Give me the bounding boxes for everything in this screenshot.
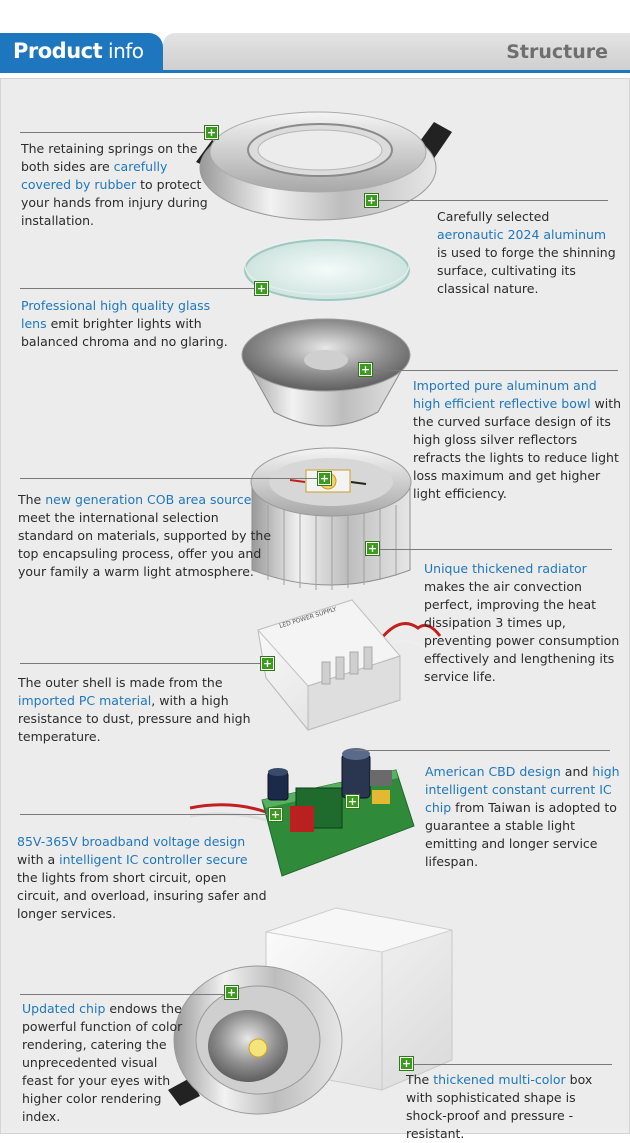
plus-marker-icon[interactable]: + (225, 986, 238, 999)
note-voltage-design: 85V-365V broadband voltage design with a… (17, 834, 267, 921)
connector-line (20, 663, 264, 664)
housing-ring-image (196, 111, 452, 221)
plus-marker-icon[interactable]: + (400, 1057, 413, 1070)
tab-product-info-label: Product info (13, 39, 144, 63)
connector-line (354, 750, 610, 751)
tab-product-info[interactable]: Product info (0, 33, 163, 73)
connector-line (368, 370, 618, 371)
plus-marker-icon[interactable]: + (365, 194, 378, 207)
connector-line (20, 288, 258, 289)
connector-line (20, 478, 322, 479)
note-glass-lens: Professional high quality glass lens emi… (21, 298, 228, 349)
driver-shell-image: LED POWER SUPPLY (257, 599, 442, 731)
note-ic-chip: American CBD design and high intelligent… (425, 764, 620, 869)
plus-marker-icon[interactable]: + (255, 282, 268, 295)
plus-marker-icon[interactable]: + (359, 363, 372, 376)
connector-line (20, 132, 208, 133)
circuit-board-image (189, 748, 415, 877)
note-cob-source: The new generation COB area source meet … (18, 492, 272, 579)
tab-structure[interactable]: Structure (163, 33, 630, 73)
plus-marker-icon[interactable]: + (346, 795, 359, 808)
note-reflective-bowl: Imported pure aluminum and high efficien… (413, 378, 622, 501)
finished-downlight-image (168, 965, 343, 1115)
note-retaining-springs: The retaining springs on the both sides … (21, 141, 208, 228)
note-outer-shell: The outer shell is made from the importe… (18, 675, 251, 744)
header: Product info Structure (0, 33, 630, 73)
plus-marker-icon[interactable]: + (366, 542, 379, 555)
connector-line (20, 994, 228, 995)
connector-line (376, 549, 612, 550)
note-updated-chip: Updated chip endows the powerful functio… (22, 1001, 183, 1124)
plus-marker-icon[interactable]: + (269, 808, 282, 821)
radiator-image (250, 447, 412, 590)
tab-structure-label: Structure (506, 41, 608, 63)
plus-marker-icon[interactable]: + (318, 472, 331, 485)
plus-marker-icon[interactable]: + (261, 657, 274, 670)
note-package-box: The thickened multi-color box with sophi… (406, 1072, 593, 1141)
note-aluminum-surface: Carefully selected aeronautic 2024 alumi… (437, 209, 616, 296)
reflector-bowl-image (241, 318, 411, 427)
connector-line (374, 200, 608, 201)
plus-marker-icon[interactable]: + (205, 126, 218, 139)
note-radiator: Unique thickened radiator makes the air … (424, 561, 620, 684)
connector-line (408, 1064, 612, 1065)
connector-line (20, 814, 274, 815)
glass-lens-image (244, 237, 410, 301)
